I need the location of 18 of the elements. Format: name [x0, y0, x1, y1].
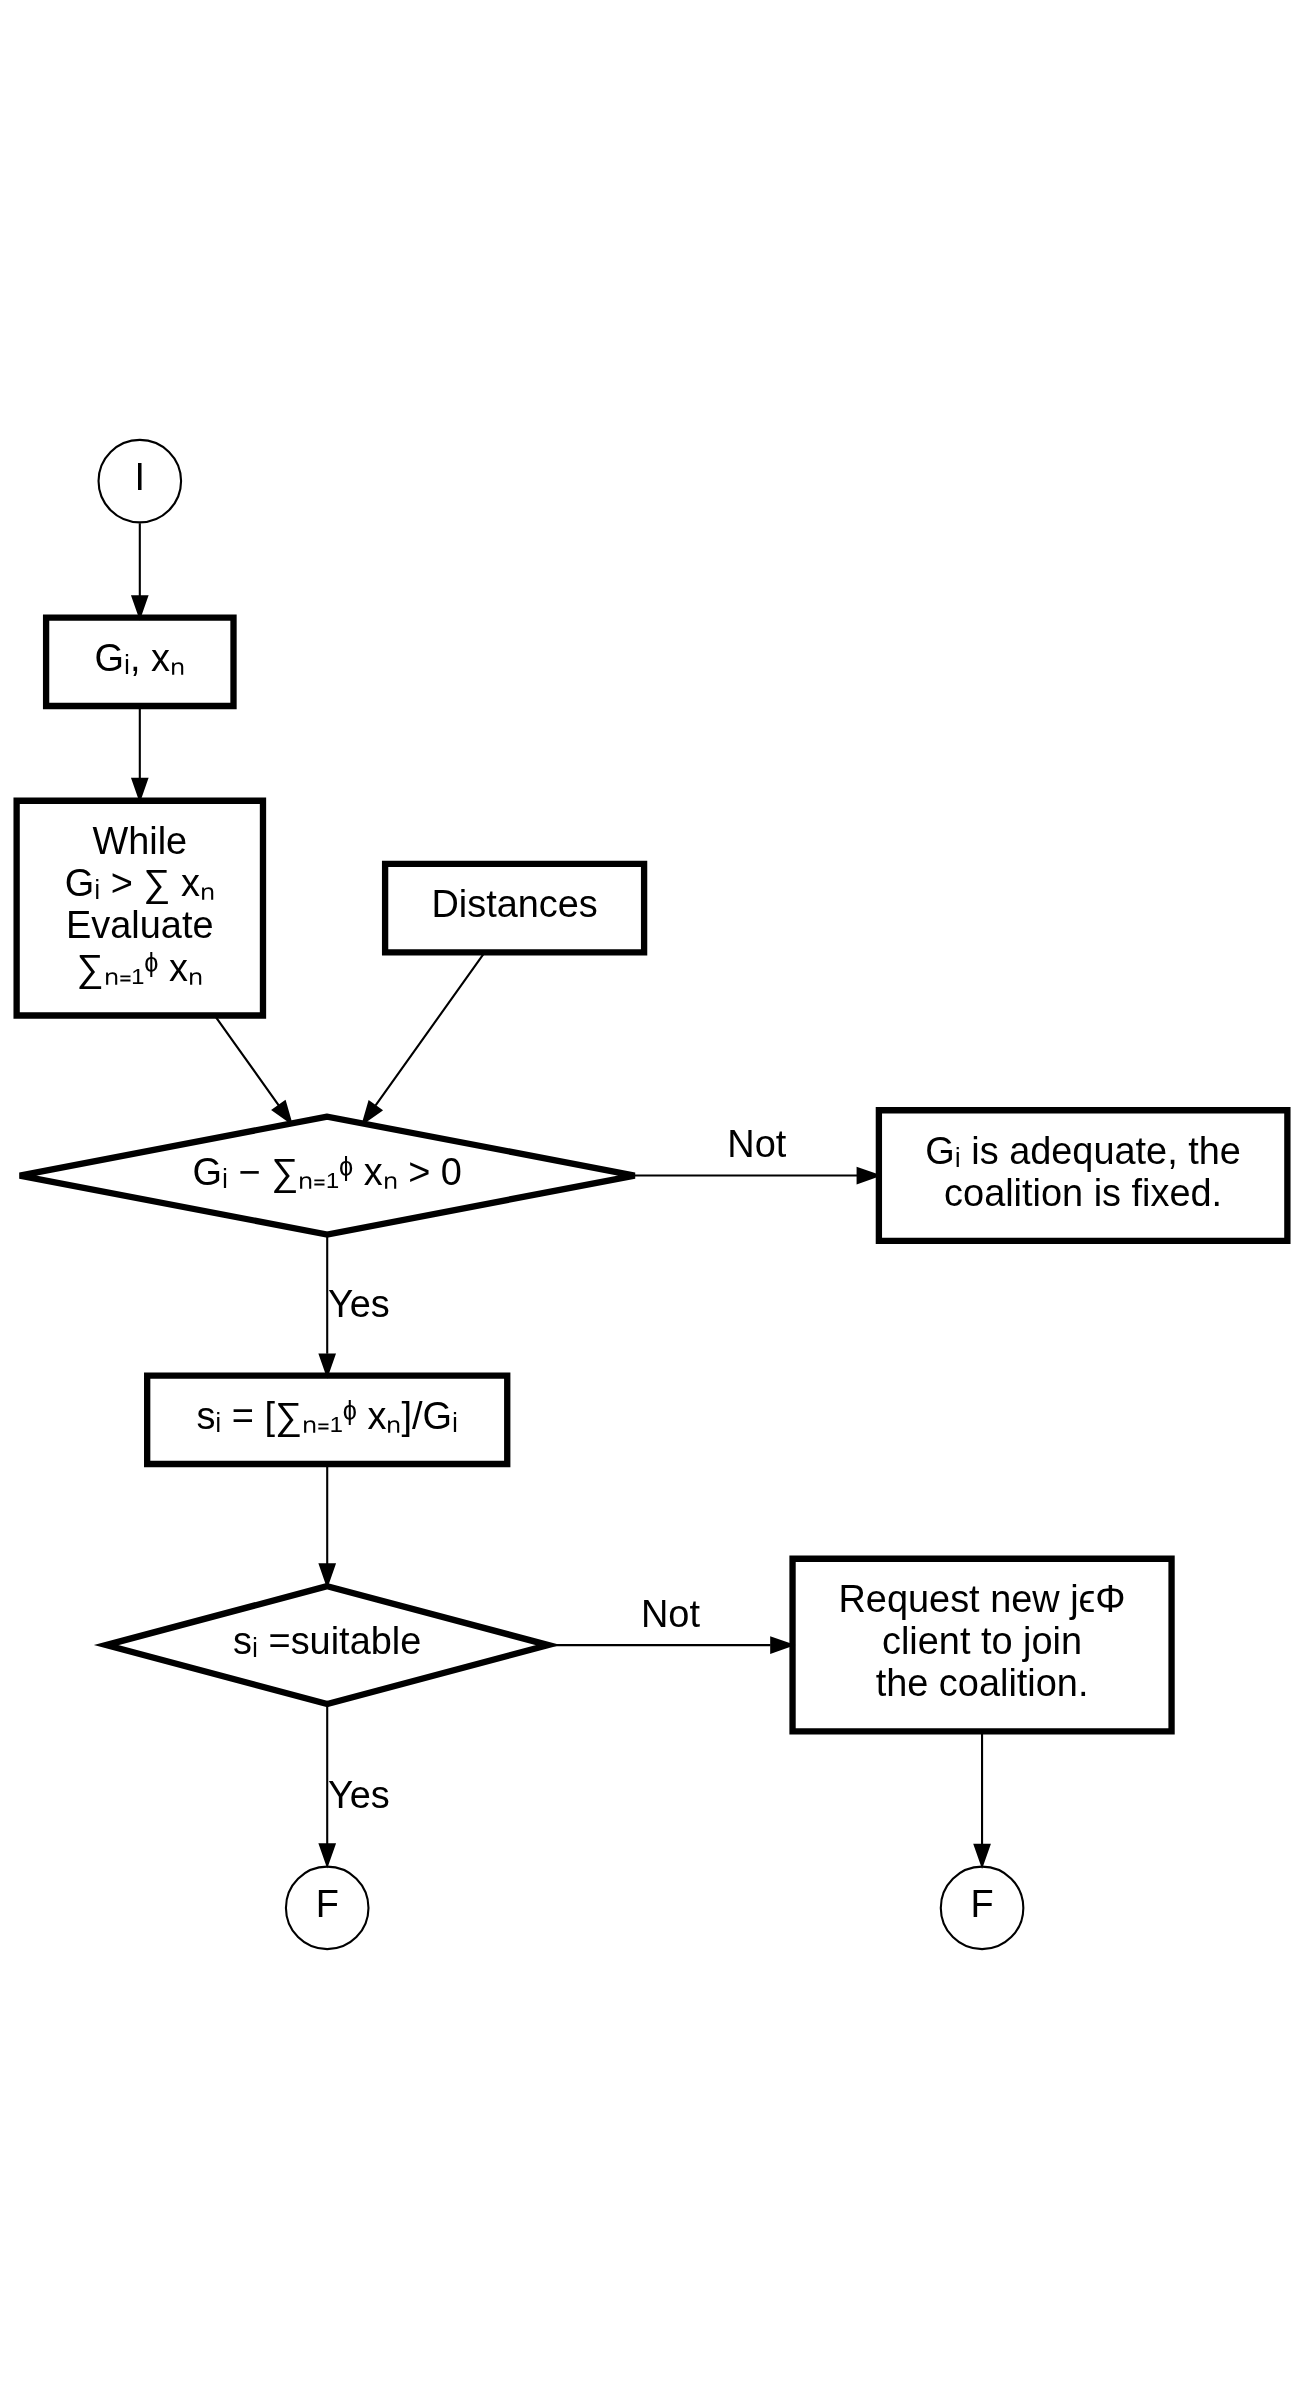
node-box: Gᵢ, xₙ: [42, 613, 237, 709]
edge-label: Yes: [327, 1773, 390, 1816]
arrow: [318, 1704, 337, 1869]
edge-label: Yes: [327, 1282, 390, 1325]
arrow: [130, 522, 149, 621]
node-circle: F: [939, 1865, 1025, 1950]
arrow: [973, 1731, 991, 1869]
node-box: Distances: [381, 860, 648, 955]
node-box: Gᵢ is adequate, the coalition is fixed.: [875, 1106, 1291, 1244]
arrow: [318, 1234, 337, 1379]
edge-label: Not: [640, 1592, 700, 1635]
node-box: While Gᵢ > ∑ xₙ Evaluate ∑ₙ₌₁ᶲ xₙ: [13, 797, 267, 1019]
node-circle: I: [97, 438, 183, 523]
node-circle: F: [284, 1865, 370, 1950]
node-box: sᵢ = [∑ₙ₌₁ᶲ xₙ]/Gᵢ: [144, 1371, 511, 1467]
node-box: Request new jϵΦ client to join the coalition.: [789, 1555, 1175, 1735]
edge-label: Not: [727, 1122, 787, 1165]
node-diamond: Gᵢ − ∑ₙ₌₁ᶲ xₙ > 0: [16, 1112, 638, 1238]
